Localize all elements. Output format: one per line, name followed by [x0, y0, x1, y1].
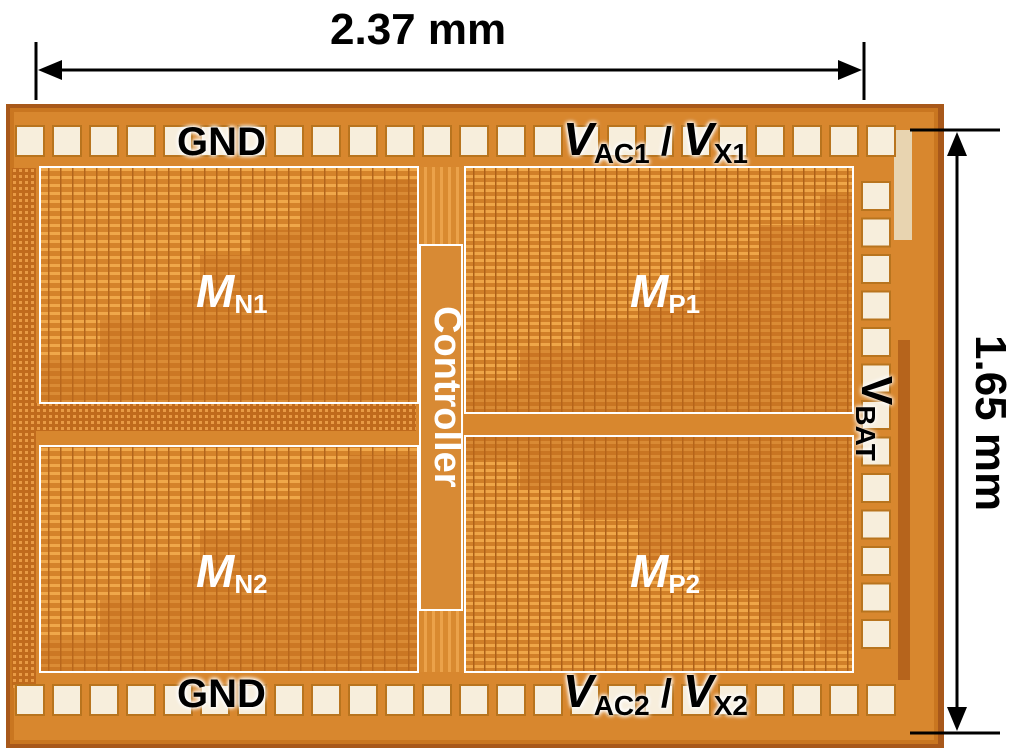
bond-pad: [681, 125, 711, 157]
bond-pad: [422, 684, 452, 716]
bond-pad: [607, 125, 637, 157]
bond-pad: [311, 125, 341, 157]
bond-pad: [348, 684, 378, 716]
mn1-label: MN1: [196, 265, 268, 319]
bond-pad: [861, 217, 891, 248]
bond-pad: [861, 290, 891, 321]
bottom-pad-row: [15, 684, 896, 716]
bond-pad: [422, 125, 452, 157]
bond-pad: [861, 254, 891, 284]
bond-pad: [861, 619, 891, 649]
bond-pad: [89, 684, 119, 716]
left-edge-structure: [12, 168, 36, 688]
bond-pad: [861, 181, 891, 211]
width-dimension-label: 2.37 mm: [330, 5, 507, 54]
vac1-vx1-label: VAC1 / VX1: [563, 113, 748, 169]
bond-pad: [861, 546, 891, 576]
mn2-label: MN2: [196, 545, 268, 599]
bond-pad: [861, 327, 891, 357]
bond-pad: [861, 473, 891, 503]
bond-pad: [385, 684, 415, 716]
right-pad-column: [861, 181, 891, 649]
bond-pad: [348, 125, 378, 157]
bond-pad: [570, 125, 600, 157]
bond-pad: [644, 684, 674, 716]
right-structure: [894, 130, 912, 240]
controller-label: Controller: [426, 306, 468, 488]
bond-pad: [866, 125, 896, 157]
bond-pad: [496, 125, 526, 157]
bond-pad: [861, 400, 891, 430]
height-dimension-label: 1.65 mm: [966, 335, 1015, 512]
bond-pad: [52, 684, 82, 716]
bond-pad: [385, 125, 415, 157]
controller-outline: [419, 244, 463, 611]
horizontal-bus: [36, 403, 416, 431]
bond-pad: [52, 125, 82, 157]
bond-pad: [200, 684, 230, 716]
bond-pad: [163, 684, 193, 716]
mn2-array: [40, 446, 418, 672]
bond-pad: [866, 684, 896, 716]
bond-pad: [829, 125, 859, 157]
staircase-routing: [40, 180, 853, 672]
bond-pad: [311, 684, 341, 716]
bond-pad: [237, 684, 267, 716]
bond-pad: [644, 125, 674, 157]
bond-pad: [755, 125, 785, 157]
gnd-top-label: GND: [177, 120, 266, 164]
mp2-label: MP2: [630, 545, 701, 599]
bond-pad: [200, 125, 230, 157]
bond-pad: [274, 125, 304, 157]
bond-pad: [126, 684, 156, 716]
bond-pad: [533, 684, 563, 716]
height-dimension-arrow: [910, 128, 1000, 735]
bond-pad: [163, 125, 193, 157]
bond-pad: [607, 684, 637, 716]
bond-pad: [861, 363, 891, 394]
bond-pad: [718, 125, 748, 157]
top-pad-row: [15, 125, 896, 157]
bond-pad: [274, 684, 304, 716]
width-dimension-arrow: [34, 42, 866, 100]
vbat-label: VBAT: [850, 376, 901, 461]
bond-pad: [89, 125, 119, 157]
mp1-label: MP1: [630, 265, 701, 319]
bond-pad: [570, 684, 600, 716]
bond-pad: [861, 582, 891, 613]
bond-pad: [533, 125, 563, 157]
bond-pad: [792, 684, 822, 716]
bond-pad: [681, 684, 711, 716]
bond-pad: [459, 125, 489, 157]
bond-pad: [861, 436, 891, 467]
bond-pad: [829, 684, 859, 716]
bond-pad: [718, 684, 748, 716]
mp2-array: [465, 436, 853, 672]
block-outlines: [39, 166, 854, 673]
mn1-array: [40, 167, 418, 403]
bond-pad: [15, 125, 45, 157]
bond-pad: [237, 125, 267, 157]
bond-pad: [792, 125, 822, 157]
bond-pad: [15, 684, 45, 716]
gnd-bottom-label: GND: [177, 672, 266, 716]
mp1-array: [465, 167, 853, 413]
vac2-vx2-label: VAC2 / VX2: [563, 665, 748, 721]
bond-pad: [861, 509, 891, 540]
bond-pad: [496, 684, 526, 716]
right-rail: [898, 340, 910, 680]
bond-pad: [459, 684, 489, 716]
bond-pad: [126, 125, 156, 157]
bond-pad: [755, 684, 785, 716]
